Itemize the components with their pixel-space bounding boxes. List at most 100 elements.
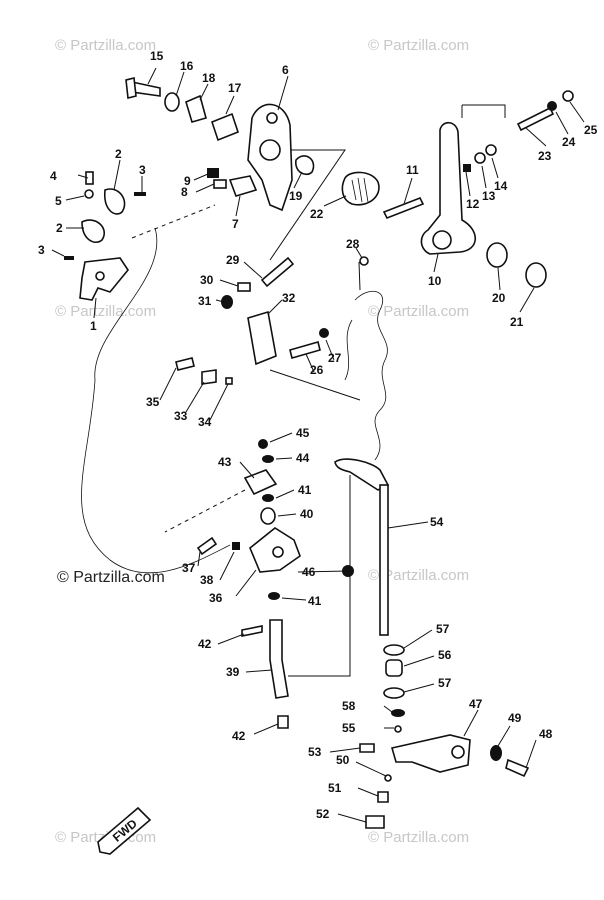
callout-12: 12 xyxy=(466,197,480,211)
callout-11: 11 xyxy=(406,163,419,177)
part-39-rod xyxy=(269,619,289,699)
callout-29: 29 xyxy=(226,253,240,267)
part-53-clip xyxy=(359,743,375,753)
part-20-washer xyxy=(486,242,508,268)
leader-lines xyxy=(51,67,585,823)
part-38-washer xyxy=(232,542,240,550)
watermark: © Partzilla.com xyxy=(368,303,469,320)
callout-53: 53 xyxy=(308,745,322,759)
part-37-bolt xyxy=(196,536,218,556)
callout-20: 20 xyxy=(492,291,506,305)
part-5-washer xyxy=(84,189,94,199)
callout-30: 30 xyxy=(200,273,214,287)
callout-labels: 1 2 2 3 3 4 5 6 7 8 9 10 11 12 13 14 15 … xyxy=(38,49,598,821)
callout-23: 23 xyxy=(538,149,552,163)
part-44-washer xyxy=(262,455,274,463)
part-52-cap xyxy=(365,815,385,829)
part-29-screw xyxy=(260,256,295,288)
callout-2-upper: 2 xyxy=(115,147,122,161)
callout-28: 28 xyxy=(346,237,360,251)
bracket-assembly xyxy=(64,171,146,301)
callout-2-lower: 2 xyxy=(56,221,63,235)
watermark-featured: © Partzilla.com xyxy=(57,569,165,586)
callout-57-lower: 57 xyxy=(438,676,452,690)
callout-36: 36 xyxy=(209,591,223,605)
part-14-collar xyxy=(485,144,497,156)
callout-9: 9 xyxy=(184,174,191,188)
callout-56: 56 xyxy=(438,648,452,662)
callout-14: 14 xyxy=(494,179,508,193)
callout-42-lower: 42 xyxy=(232,729,246,743)
part-13-washer xyxy=(474,152,486,164)
part-16-washer xyxy=(164,92,180,112)
connection-lines xyxy=(81,104,506,677)
part-3-pin xyxy=(134,192,146,196)
callout-51: 51 xyxy=(328,781,342,795)
part-54-shaft xyxy=(379,484,389,636)
callout-41-upper: 41 xyxy=(298,483,312,497)
callout-42-upper: 42 xyxy=(198,637,212,651)
callout-24: 24 xyxy=(562,135,576,149)
callout-17: 17 xyxy=(228,81,242,95)
part-55-pin xyxy=(394,725,402,733)
callout-3-lower: 3 xyxy=(38,243,45,257)
part-10-lever xyxy=(420,121,477,255)
callout-35: 35 xyxy=(146,395,160,409)
callout-45: 45 xyxy=(296,426,310,440)
callout-49: 49 xyxy=(508,711,522,725)
callout-48: 48 xyxy=(539,727,553,741)
part-11-rod xyxy=(382,196,425,220)
callout-38: 38 xyxy=(200,573,214,587)
callout-21: 21 xyxy=(510,315,524,329)
callout-40: 40 xyxy=(300,507,314,521)
callout-22: 22 xyxy=(310,207,324,221)
callout-5: 5 xyxy=(55,194,62,208)
watermark: © Partzilla.com xyxy=(368,37,469,54)
callout-52: 52 xyxy=(316,807,330,821)
part-21-washer xyxy=(525,262,547,288)
part-41-washer xyxy=(262,494,274,502)
part-23-bolt xyxy=(516,106,555,132)
callout-47: 47 xyxy=(469,697,483,711)
part-31-bushing xyxy=(221,295,233,309)
part-18-collar xyxy=(185,94,207,123)
callout-44: 44 xyxy=(296,451,310,465)
part-57-washer xyxy=(383,644,405,656)
shift-linkage-assembly xyxy=(164,439,354,729)
callout-15: 15 xyxy=(150,49,164,63)
callout-25: 25 xyxy=(584,123,598,137)
part-2-clip-upper xyxy=(104,188,126,215)
part-26-bolt xyxy=(289,341,321,359)
part-50-pin xyxy=(384,774,392,782)
part-30-washer xyxy=(237,282,251,292)
callout-50: 50 xyxy=(336,753,350,767)
callout-4: 4 xyxy=(50,169,57,183)
callout-37: 37 xyxy=(182,561,196,575)
part-40-collar xyxy=(260,507,276,525)
part-56-collar xyxy=(385,659,403,677)
part-28-pin xyxy=(359,256,369,266)
watermark: © Partzilla.com xyxy=(55,37,156,54)
callout-8: 8 xyxy=(181,185,188,199)
part-27-nut xyxy=(319,328,329,338)
forward-arrow-icon: FWD xyxy=(97,806,152,855)
part-49-nut xyxy=(490,745,502,761)
part-58-washer xyxy=(391,709,405,717)
callout-33: 33 xyxy=(174,409,188,423)
part-25-cap xyxy=(562,90,574,102)
callout-19: 19 xyxy=(289,189,303,203)
part-32-bracket xyxy=(247,310,277,366)
callout-16: 16 xyxy=(180,59,194,73)
callout-3-upper: 3 xyxy=(139,163,146,177)
part-22-spring xyxy=(341,171,380,206)
part-34-washer xyxy=(225,377,233,385)
part-47-lever xyxy=(390,734,471,773)
part-17-bushing xyxy=(211,112,239,142)
callout-58: 58 xyxy=(342,699,356,713)
part-8-washer xyxy=(213,179,227,189)
part-2-clip-lower xyxy=(81,219,105,244)
callout-39: 39 xyxy=(226,665,240,679)
part-3-pin xyxy=(64,256,74,260)
callout-27: 27 xyxy=(328,351,342,365)
